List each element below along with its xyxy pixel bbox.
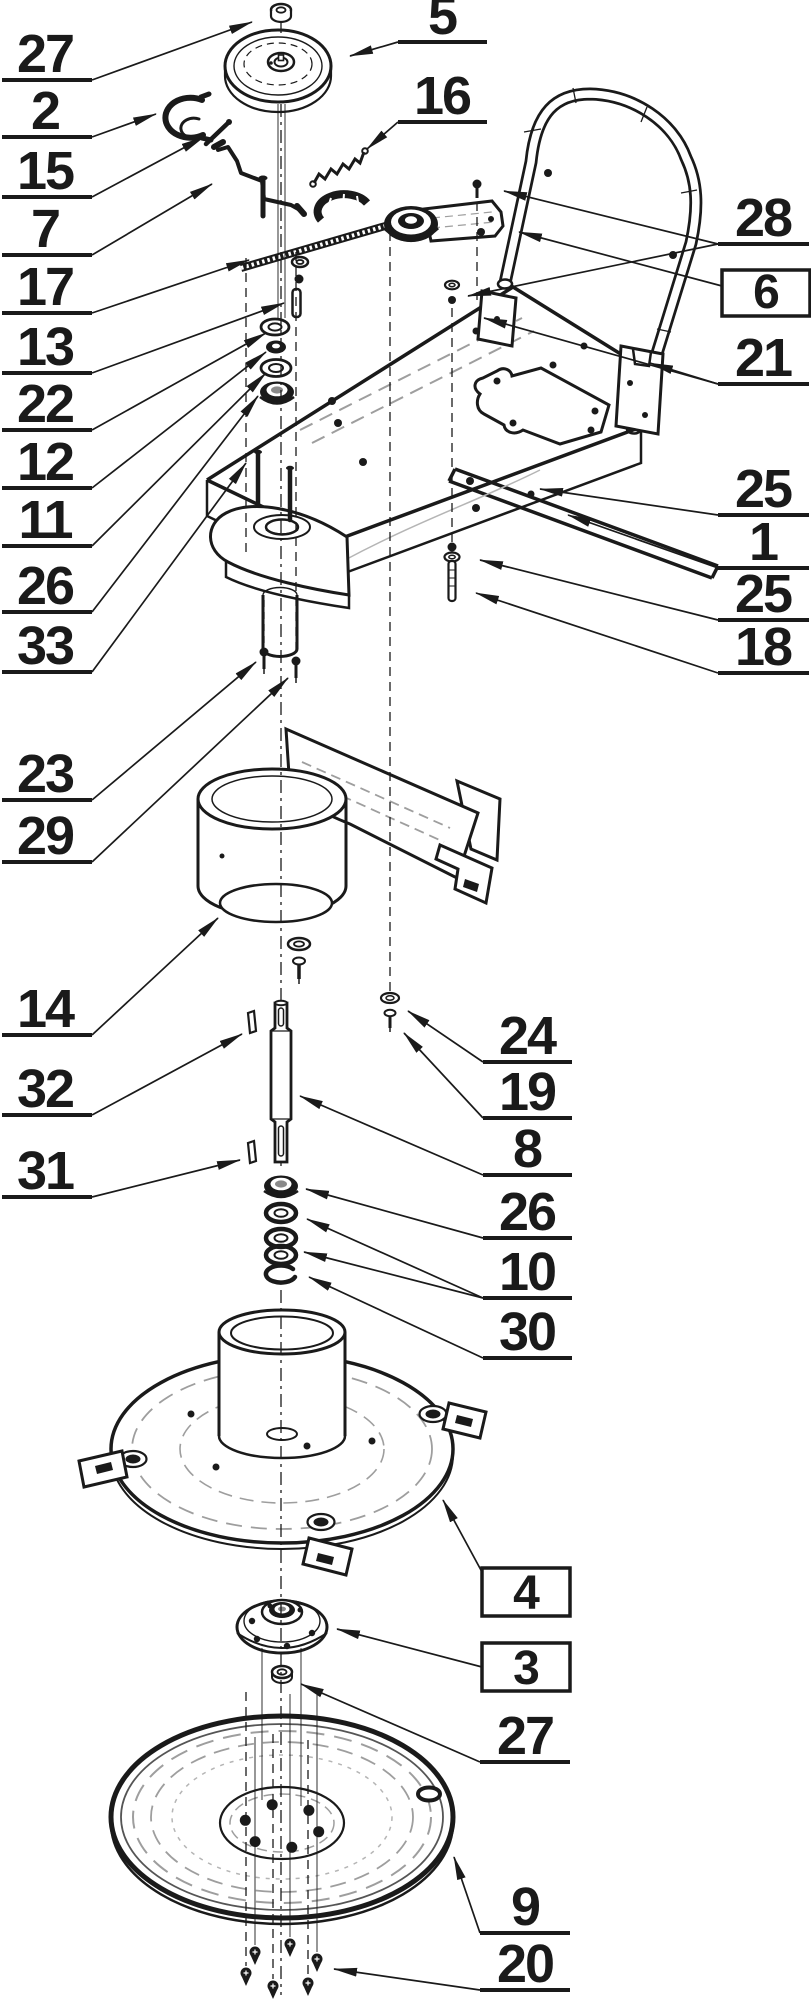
part-top-nut xyxy=(269,2,293,24)
part-blade-disc xyxy=(108,1713,456,1926)
callout-5-16: 5 xyxy=(349,0,487,57)
callout-number: 22 xyxy=(17,374,73,434)
callout-29-12: 29 xyxy=(2,677,289,866)
callout-27-33: 27 xyxy=(300,1683,570,1766)
callout-number: 21 xyxy=(735,328,792,388)
part-bearing-stack xyxy=(263,1175,299,1285)
callout-number: 26 xyxy=(499,1182,556,1242)
callout-number: 25 xyxy=(735,564,792,624)
callout-30-30: 30 xyxy=(308,1276,572,1362)
callout-number: 11 xyxy=(18,490,72,550)
callout-12-7: 12 xyxy=(2,351,267,492)
callout-number: 17 xyxy=(17,257,73,317)
callout-8-27: 8 xyxy=(299,1095,572,1179)
part-hub xyxy=(235,1598,329,1684)
part-clip xyxy=(162,91,214,143)
part-shaft xyxy=(246,999,293,1165)
part-spindle-pulley xyxy=(223,28,333,114)
callout-number: 16 xyxy=(414,66,471,126)
part-drive-disc xyxy=(77,1308,488,1577)
callout-22-6: 22 xyxy=(2,332,267,434)
callout-9-34: 9 xyxy=(453,1856,570,1937)
callout-number: 19 xyxy=(499,1062,556,1122)
callout-7-3: 7 xyxy=(2,183,213,259)
callout-6-19: 6 xyxy=(518,231,811,319)
construction-lines xyxy=(245,22,478,1995)
part-pin xyxy=(203,119,232,147)
callout-19-26: 19 xyxy=(403,1032,572,1122)
callout-14-13: 14 xyxy=(2,917,219,1039)
callout-number: 26 xyxy=(17,556,74,616)
callout-32-14: 32 xyxy=(2,1033,243,1119)
callout-3-32: 3 xyxy=(336,1628,572,1695)
callout-number: 33 xyxy=(17,616,74,676)
callout-number: 7 xyxy=(31,199,59,259)
callout-number: 9 xyxy=(511,1877,540,1937)
callout-number: 25 xyxy=(735,459,792,519)
callout-number: 29 xyxy=(17,806,74,866)
part-frame-bolt xyxy=(443,542,461,603)
callout-24-25: 24 xyxy=(407,1006,572,1066)
callout-31-15: 31 xyxy=(2,1141,241,1201)
part-belt-guide xyxy=(313,190,371,223)
callout-number: 20 xyxy=(497,1934,553,1994)
callout-number: 6 xyxy=(753,266,779,319)
callout-13-5: 13 xyxy=(2,302,285,377)
callout-27-0: 27 xyxy=(2,21,253,84)
callout-number: 14 xyxy=(17,979,75,1039)
callout-33-10: 33 xyxy=(2,462,247,676)
part-blade-screws xyxy=(240,1938,323,1999)
callout-1-22: 1 xyxy=(567,512,809,572)
callout-23-11: 23 xyxy=(2,661,257,804)
callout-number: 12 xyxy=(17,432,73,492)
callout-2-1: 2 xyxy=(2,81,157,141)
callout-number: 23 xyxy=(17,744,74,804)
callout-17-4: 17 xyxy=(2,257,250,317)
callout-number: 10 xyxy=(499,1242,555,1302)
part-cover-screws xyxy=(286,936,401,1032)
callout-25-21: 25 xyxy=(539,459,809,519)
callout-number: 27 xyxy=(17,24,73,84)
callout-number: 2 xyxy=(31,81,59,141)
callout-number: 5 xyxy=(428,0,457,46)
part-spring xyxy=(309,147,369,188)
callout-number: 3 xyxy=(513,1642,539,1695)
callout-25-23: 25 xyxy=(479,559,809,624)
callout-number: 30 xyxy=(499,1302,555,1362)
callout-number: 13 xyxy=(17,317,74,377)
callout-number: 28 xyxy=(735,188,792,248)
callout-number: 18 xyxy=(735,617,792,677)
callout-16-17: 16 xyxy=(366,66,487,150)
callout-26-28: 26 xyxy=(305,1182,572,1242)
callout-number: 4 xyxy=(513,1567,540,1620)
callout-15-2: 15 xyxy=(2,136,205,201)
callout-number: 24 xyxy=(499,1006,557,1066)
callout-20-35: 20 xyxy=(333,1934,570,1994)
callout-number: 8 xyxy=(513,1119,542,1179)
callout-10-29: 10 xyxy=(303,1218,572,1302)
part-handle-bolts xyxy=(443,179,485,335)
callout-28-18: 28 xyxy=(467,188,809,297)
callout-number: 27 xyxy=(497,1706,553,1766)
callout-18-24: 18 xyxy=(475,592,809,677)
part-spindle-housing xyxy=(209,449,351,683)
part-lever-rod xyxy=(211,139,307,219)
callout-number: 1 xyxy=(749,512,778,572)
part-idler-pulley xyxy=(382,199,505,243)
callout-21-20: 21 xyxy=(483,317,809,388)
callout-4-31: 4 xyxy=(442,1499,572,1620)
callout-11-8: 11 xyxy=(2,372,267,550)
callout-number: 15 xyxy=(17,141,74,201)
part-belt xyxy=(239,218,401,272)
callout-number: 32 xyxy=(17,1059,73,1119)
part-hardware-stack xyxy=(259,255,310,405)
part-belt-cover xyxy=(196,726,502,924)
callout-number: 31 xyxy=(17,1141,74,1201)
callout-26-9: 26 xyxy=(2,395,259,616)
